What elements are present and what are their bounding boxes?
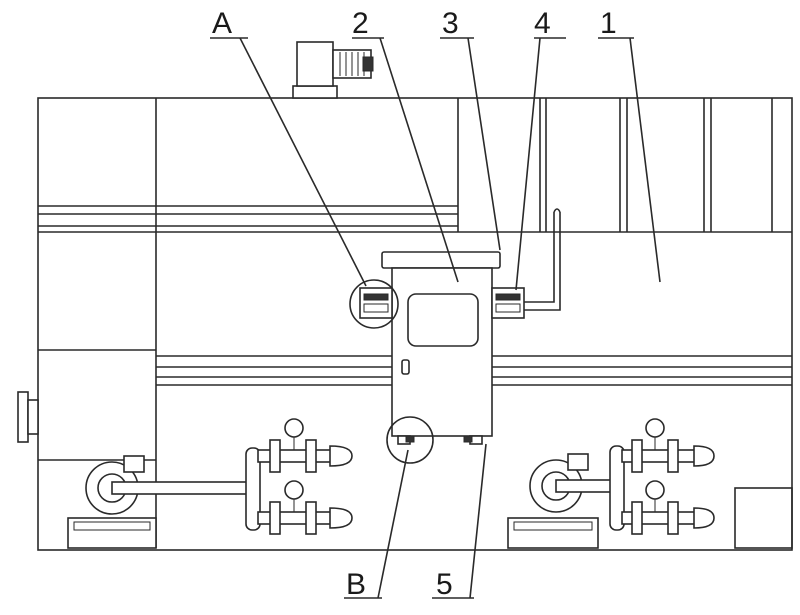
label-a: A bbox=[212, 7, 232, 40]
right-upper-gauge bbox=[645, 418, 665, 438]
label-3: 3 bbox=[442, 7, 459, 40]
leader-lines bbox=[210, 37, 661, 599]
right-bracket-bolt bbox=[495, 293, 521, 301]
cabinet-roof bbox=[381, 251, 501, 269]
left-lower-line bbox=[257, 511, 333, 525]
right-pump-assembly bbox=[507, 418, 715, 549]
left-lower-gauge bbox=[284, 480, 304, 500]
left-bracket bbox=[359, 287, 393, 319]
tank-outline bbox=[37, 97, 793, 551]
label-2: 2 bbox=[352, 7, 369, 40]
label-b: B bbox=[346, 568, 366, 601]
riser-pipe-inner bbox=[524, 212, 561, 311]
left-suction-pipe bbox=[111, 481, 253, 495]
control-cabinet bbox=[359, 251, 525, 445]
right-upper-bend bbox=[693, 445, 715, 467]
callout-circle-b bbox=[386, 416, 434, 464]
left-lower-bend bbox=[329, 507, 353, 529]
riser-pipe-outer bbox=[524, 212, 555, 303]
left-pump-assembly bbox=[67, 418, 353, 549]
leader-1 bbox=[629, 37, 661, 283]
nozzle-flange bbox=[17, 391, 29, 443]
left-upper-bend bbox=[329, 445, 353, 467]
top-motor bbox=[292, 41, 374, 99]
right-pump-base bbox=[507, 517, 599, 549]
left-manifold bbox=[245, 447, 261, 531]
right-suction-pipe bbox=[555, 479, 617, 493]
leader-3 bbox=[467, 37, 501, 251]
right-manifold bbox=[609, 445, 625, 531]
leader-a bbox=[239, 37, 367, 287]
tank-body bbox=[37, 97, 793, 551]
label-1: 1 bbox=[600, 7, 617, 40]
corner-box bbox=[734, 487, 793, 549]
motor-end-cap bbox=[362, 56, 374, 72]
left-pump-base bbox=[67, 517, 157, 549]
right-pump-outlet bbox=[567, 453, 589, 471]
motor-housing bbox=[296, 41, 334, 87]
callout-circle-a bbox=[349, 279, 399, 329]
cabinet-handle bbox=[401, 359, 410, 375]
left-upper-gauge bbox=[284, 418, 304, 438]
right-lower-gauge bbox=[645, 480, 665, 500]
label-4: 4 bbox=[534, 7, 551, 40]
leader-4 bbox=[515, 37, 541, 291]
leader-5 bbox=[469, 443, 487, 599]
riser-pipe bbox=[524, 208, 561, 311]
left-bracket-bolt bbox=[363, 293, 389, 301]
leader-b bbox=[377, 449, 409, 599]
motor-base bbox=[292, 85, 338, 99]
cabinet-window bbox=[407, 293, 479, 347]
side-nozzle bbox=[17, 391, 39, 443]
nozzle-neck bbox=[27, 399, 39, 435]
left-upper-line bbox=[257, 449, 333, 463]
leader-2 bbox=[379, 37, 459, 283]
right-bracket bbox=[491, 287, 525, 319]
right-lower-bend bbox=[693, 507, 715, 529]
label-5: 5 bbox=[436, 568, 453, 601]
left-pump-outlet bbox=[123, 455, 145, 473]
